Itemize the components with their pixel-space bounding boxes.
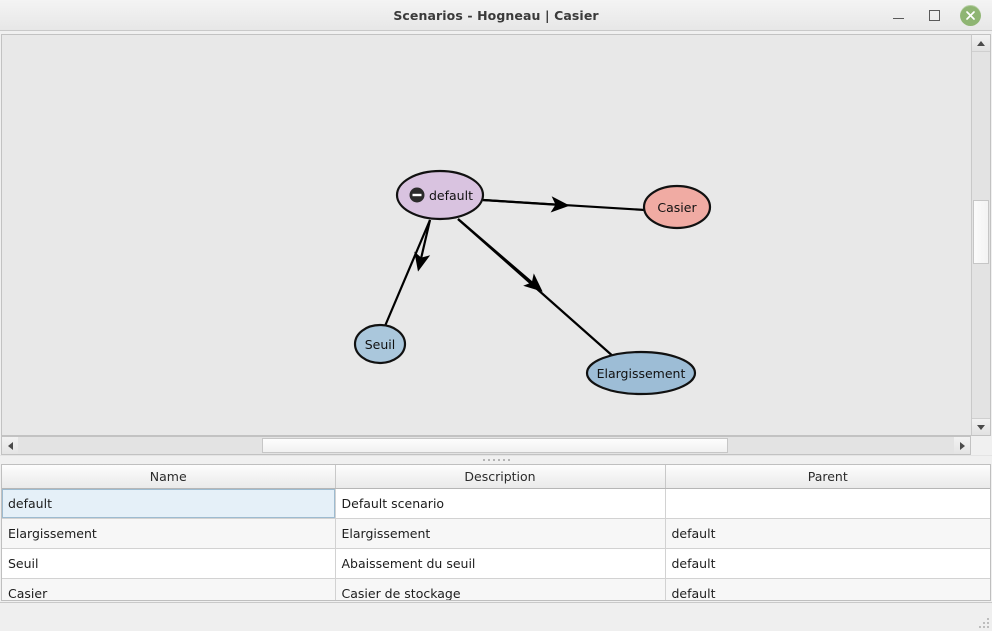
graph-node-label: Seuil [365, 337, 396, 352]
cell-description[interactable]: Elargissement [335, 518, 666, 549]
window-title: Scenarios - Hogneau | Casier [393, 7, 599, 23]
table-row[interactable]: Casier Casier de stockage default [2, 578, 990, 600]
cell-description[interactable]: Casier de stockage [335, 578, 666, 600]
horizontal-scroll-track[interactable] [18, 437, 954, 454]
maximize-icon [928, 9, 940, 21]
graph-node-label: Casier [657, 200, 697, 215]
scenario-graph: default Casier Seuil Elargissement [353, 169, 712, 396]
status-bar [0, 602, 992, 631]
chevron-left-icon [7, 441, 13, 450]
vertical-scroll-thumb[interactable] [973, 200, 989, 264]
table-row[interactable]: Seuil Abaissement du seuil default [2, 548, 990, 579]
scroll-right-button[interactable] [954, 437, 970, 454]
graph-horizontal-scrollbar-row [0, 436, 992, 455]
table-row[interactable]: Elargissement Elargissement default [2, 518, 990, 549]
cell-name[interactable]: Casier [2, 578, 336, 600]
horizontal-scroll-thumb[interactable] [262, 438, 728, 453]
collapse-icon[interactable] [409, 187, 425, 203]
graph-node-default[interactable]: default [395, 169, 485, 221]
close-button[interactable] [960, 4, 981, 26]
window-controls [888, 4, 992, 26]
scroll-left-button[interactable] [2, 437, 18, 454]
column-header-parent[interactable]: Parent [665, 465, 990, 489]
graph-node-elargissement[interactable]: Elargissement [585, 350, 697, 396]
minimize-button[interactable] [888, 5, 908, 25]
graph-node-seuil[interactable]: Seuil [353, 323, 407, 365]
cell-description[interactable]: Abaissement du seuil [335, 548, 666, 579]
scroll-up-button[interactable] [972, 35, 990, 52]
title-bar: Scenarios - Hogneau | Casier [0, 0, 992, 31]
window-content: default Casier Seuil Elargissement [0, 31, 992, 602]
column-header-name[interactable]: Name [2, 465, 336, 489]
graph-node-label: default [429, 188, 473, 203]
scroll-down-button[interactable] [972, 418, 990, 435]
cell-parent[interactable] [665, 488, 990, 519]
chevron-right-icon [959, 441, 965, 450]
vertical-scroll-track[interactable] [972, 52, 990, 418]
column-header-description[interactable]: Description [335, 465, 666, 489]
cell-parent[interactable]: default [665, 518, 990, 549]
splitter-grip-icon [482, 459, 510, 461]
graph-edge-default-casier [482, 196, 646, 213]
graph-edge-default-seuil [383, 219, 432, 327]
chevron-up-icon [977, 40, 985, 46]
close-icon [966, 10, 975, 20]
graph-panel: default Casier Seuil Elargissement [0, 31, 992, 436]
graph-node-casier[interactable]: Casier [642, 184, 712, 230]
table-row[interactable]: default Default scenario [2, 488, 990, 519]
cell-parent[interactable]: default [665, 548, 990, 579]
minimize-icon [892, 17, 904, 19]
table-header-row: Name Description Parent [2, 465, 990, 489]
graph-vertical-scrollbar[interactable] [971, 34, 991, 436]
graph-horizontal-scrollbar[interactable] [1, 436, 971, 455]
chevron-down-icon [977, 424, 985, 430]
scenario-graph-canvas[interactable]: default Casier Seuil Elargissement [1, 34, 971, 436]
scenarios-table: Name Description Parent default Default … [1, 464, 991, 601]
graph-node-label: Elargissement [597, 366, 686, 381]
panel-splitter[interactable] [0, 455, 992, 464]
resize-grip-icon[interactable] [977, 616, 989, 628]
cell-parent[interactable]: default [665, 578, 990, 600]
cell-name[interactable]: default [2, 488, 336, 519]
maximize-button[interactable] [924, 5, 944, 25]
cell-description[interactable]: Default scenario [335, 488, 666, 519]
cell-name[interactable]: Seuil [2, 548, 336, 579]
cell-name[interactable]: Elargissement [2, 518, 336, 549]
graph-edge-default-elargissement [457, 218, 616, 359]
